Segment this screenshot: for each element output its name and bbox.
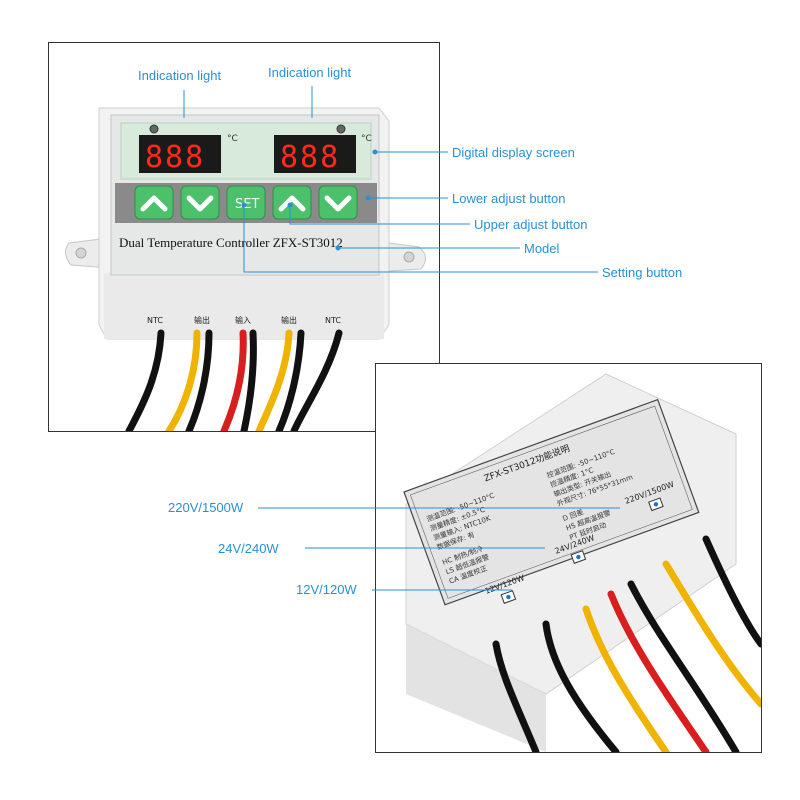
display-right-digits: 888	[280, 140, 340, 175]
terminal-label-5: NTC	[325, 316, 341, 325]
callout-setting-button: Setting button	[602, 265, 683, 280]
display-left-digits: 888	[145, 140, 205, 175]
callout-upper-adjust-button: Upper adjust button	[474, 217, 588, 232]
wires-angled	[492, 535, 761, 752]
terminal-label-2: 输出	[194, 315, 210, 325]
button-up-right[interactable]	[272, 185, 312, 220]
wires	[125, 329, 343, 431]
button-up-left[interactable]	[134, 185, 174, 220]
display-right-unit: °C	[361, 134, 372, 144]
chevron-down-icon	[186, 195, 214, 212]
device-side	[406, 624, 546, 752]
indicator-led-left	[149, 124, 159, 134]
mount-hole-right	[403, 251, 415, 263]
device-label-illustration: ZFX-ST3012功能说明 测温范围: -50~110°C 测量精度: ±0.…	[403, 373, 761, 752]
device-lower-body	[104, 273, 384, 339]
callout-model: Model	[524, 241, 560, 256]
display-left-unit: °C	[227, 134, 238, 144]
button-down-right[interactable]	[318, 185, 358, 220]
set-button[interactable]: SET	[226, 185, 266, 220]
callout-12v-120w: 12V/120W	[296, 582, 357, 597]
chevron-up-icon	[140, 195, 168, 212]
callout-digital-display-screen: Digital display screen	[452, 145, 575, 160]
terminal-label-1: NTC	[147, 316, 163, 325]
callout-lower-adjust-button: Lower adjust button	[452, 191, 566, 206]
model-label: Dual Temperature Controller ZFX-ST3012	[119, 235, 343, 250]
callout-indication-light-right: Indication light	[268, 65, 352, 80]
display-right	[274, 135, 356, 173]
display-left	[139, 135, 221, 173]
button-down-left[interactable]	[180, 185, 220, 220]
callout-24v-240w: 24V/240W	[218, 541, 279, 556]
mount-hole-left	[75, 247, 87, 259]
set-button-label: SET	[235, 197, 259, 212]
terminal-label-3: 输入	[235, 315, 251, 325]
terminal-label-4: 输出	[281, 315, 297, 325]
callout-indication-light-left: Indication light	[138, 68, 222, 83]
callout-220v-1500w: 220V/1500W	[168, 500, 244, 515]
indicator-led-right	[336, 124, 346, 134]
device-label-photo: ZFX-ST3012功能说明 测温范围: -50~110°C 测量精度: ±0.…	[375, 363, 762, 753]
